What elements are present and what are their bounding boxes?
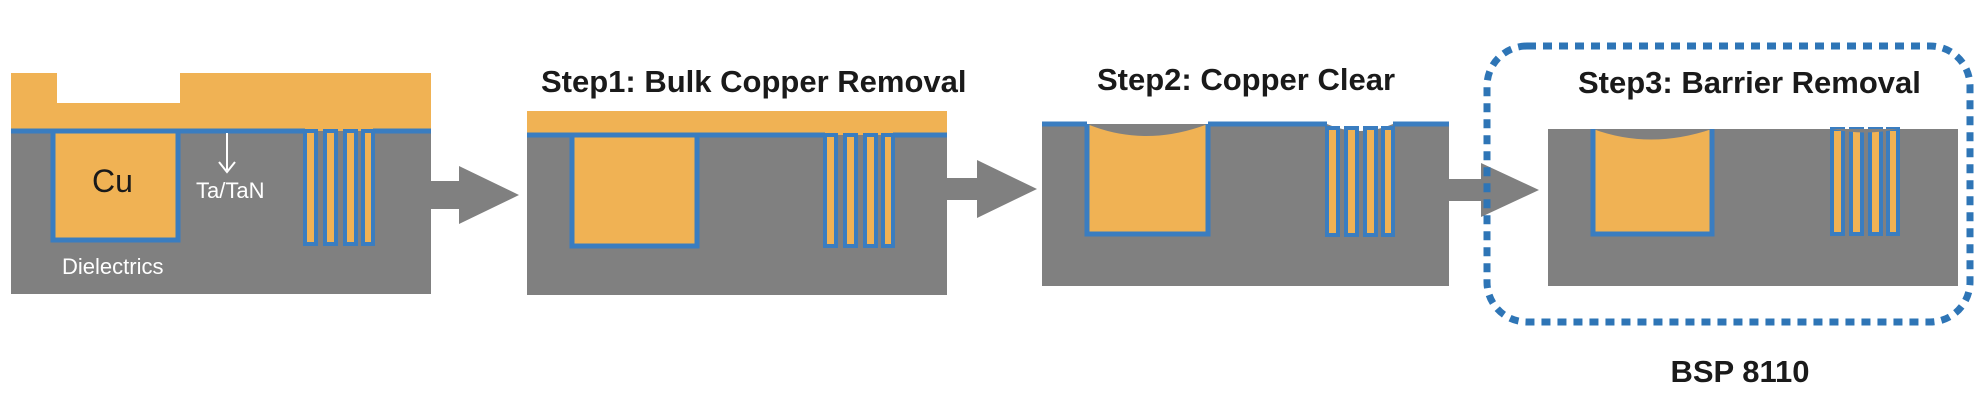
copper-overburden bbox=[527, 111, 947, 135]
trench-wide-barrier bbox=[1590, 129, 1715, 237]
narrow-trenches bbox=[823, 133, 895, 248]
trench-wide bbox=[50, 128, 181, 243]
barrier-pointer-head bbox=[218, 161, 236, 174]
trench-wide bbox=[569, 132, 700, 249]
narrow-dishing bbox=[1832, 129, 1898, 133]
panel-initial: Cu Ta/TaN Dielectrics bbox=[11, 73, 431, 294]
arrow-1 bbox=[431, 166, 519, 224]
barrier-label: Ta/TaN bbox=[196, 178, 264, 203]
panel-step2: Step2: Copper Clear bbox=[1042, 62, 1449, 286]
arrow-2 bbox=[947, 160, 1037, 218]
panel-step3: Step3: Barrier Removal bbox=[1483, 42, 1974, 326]
cu-label: Cu bbox=[92, 163, 133, 199]
narrow-trenches bbox=[303, 129, 375, 246]
trench-wide bbox=[1087, 124, 1208, 234]
trench-wide bbox=[1593, 129, 1712, 234]
step1-title: Step1: Bulk Copper Removal bbox=[541, 64, 966, 99]
step3-title: Step3: Barrier Removal bbox=[1578, 65, 1921, 100]
trench-wide-barrier bbox=[1084, 124, 1211, 237]
narrow-trenches bbox=[1325, 126, 1395, 237]
panel-step1: Step1: Bulk Copper Removal bbox=[527, 64, 966, 295]
step2-title: Step2: Copper Clear bbox=[1097, 62, 1395, 97]
arrow-3 bbox=[1449, 163, 1539, 217]
highlight-caption: BSP 8110 bbox=[1670, 354, 1809, 389]
dielectric-label: Dielectrics bbox=[62, 254, 163, 279]
highlight-box bbox=[1483, 42, 1974, 326]
copper-overburden bbox=[11, 73, 431, 131]
